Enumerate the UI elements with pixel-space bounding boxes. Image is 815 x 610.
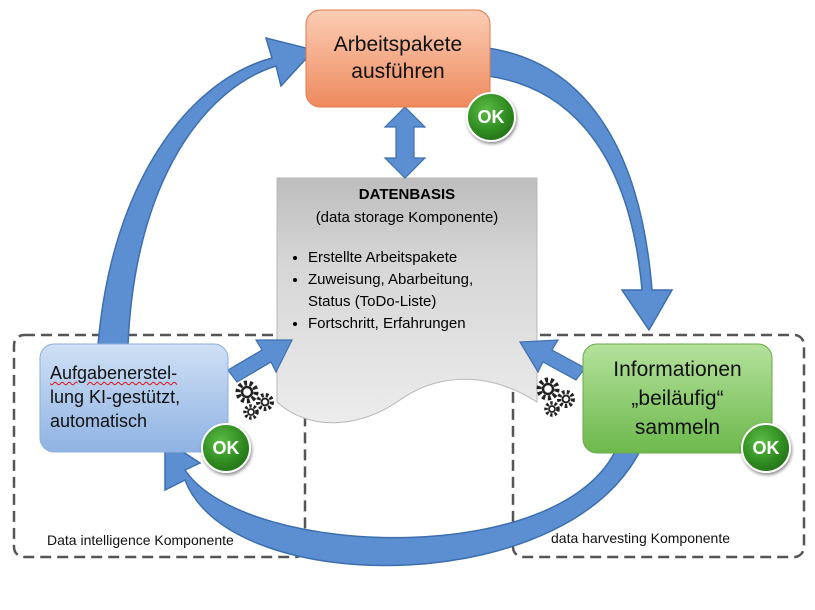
arrow-right-to-left <box>164 438 647 567</box>
arrow-left-to-db <box>227 339 293 383</box>
datenbasis-item: Zuweisung, Abarbeitung, <box>308 270 548 290</box>
top-ok-badge: OK <box>466 92 516 142</box>
datenbasis-list: Erstellte Arbeitspakete Zuweisung, Abarb… <box>290 248 548 336</box>
right-ok-badge: OK <box>741 423 791 473</box>
data-harvesting-label: data harvesting Komponente <box>551 530 731 546</box>
gears-icon <box>536 377 575 417</box>
right-box-text: Informationen „beiläufig“ sammeln <box>583 350 772 446</box>
datenbasis-shape <box>276 177 538 424</box>
left-ok-badge: OK <box>201 423 251 473</box>
left-box-line1: Aufgabenerstel- <box>50 363 178 383</box>
right-box-line3: sammeln <box>634 415 721 439</box>
right-box-line1: Informationen <box>613 357 742 381</box>
datenbasis-item: Fortschritt, Erfahrungen <box>308 314 548 334</box>
arrow-right-to-db <box>518 339 586 381</box>
left-box-text: Aufgabenerstel- lung KI-gestützt, automa… <box>50 354 218 440</box>
top-box-text: Arbeitspakete ausführen <box>306 22 490 94</box>
data-intelligence-label: Data intelligence Komponente <box>47 532 234 548</box>
double-arrow-top-db <box>383 106 427 179</box>
top-box-line2: ausführen <box>351 60 445 83</box>
arrow-top-to-right <box>487 47 674 332</box>
top-box <box>305 9 491 108</box>
datenbasis-title: DATENBASIS <box>358 186 456 203</box>
right-box <box>582 343 773 454</box>
left-box-line3: automatisch <box>50 411 148 431</box>
datenbasis-item: Erstellte Arbeitspakete <box>308 248 548 268</box>
left-box <box>39 343 229 453</box>
left-box-line2: lung KI-gestützt, <box>50 387 181 407</box>
data-intelligence-frame <box>12 333 307 559</box>
top-box-line1: Arbeitspakete <box>333 33 463 56</box>
datenbasis-item: Status (ToDo-Liste) <box>308 293 437 310</box>
datenbasis-subtitle: (data storage Komponente) <box>315 209 499 226</box>
cycle-arrows <box>97 36 674 567</box>
data-harvesting-frame <box>511 333 806 559</box>
right-box-line2: „beiläufig“ <box>631 386 724 410</box>
gears-icon <box>235 380 274 420</box>
